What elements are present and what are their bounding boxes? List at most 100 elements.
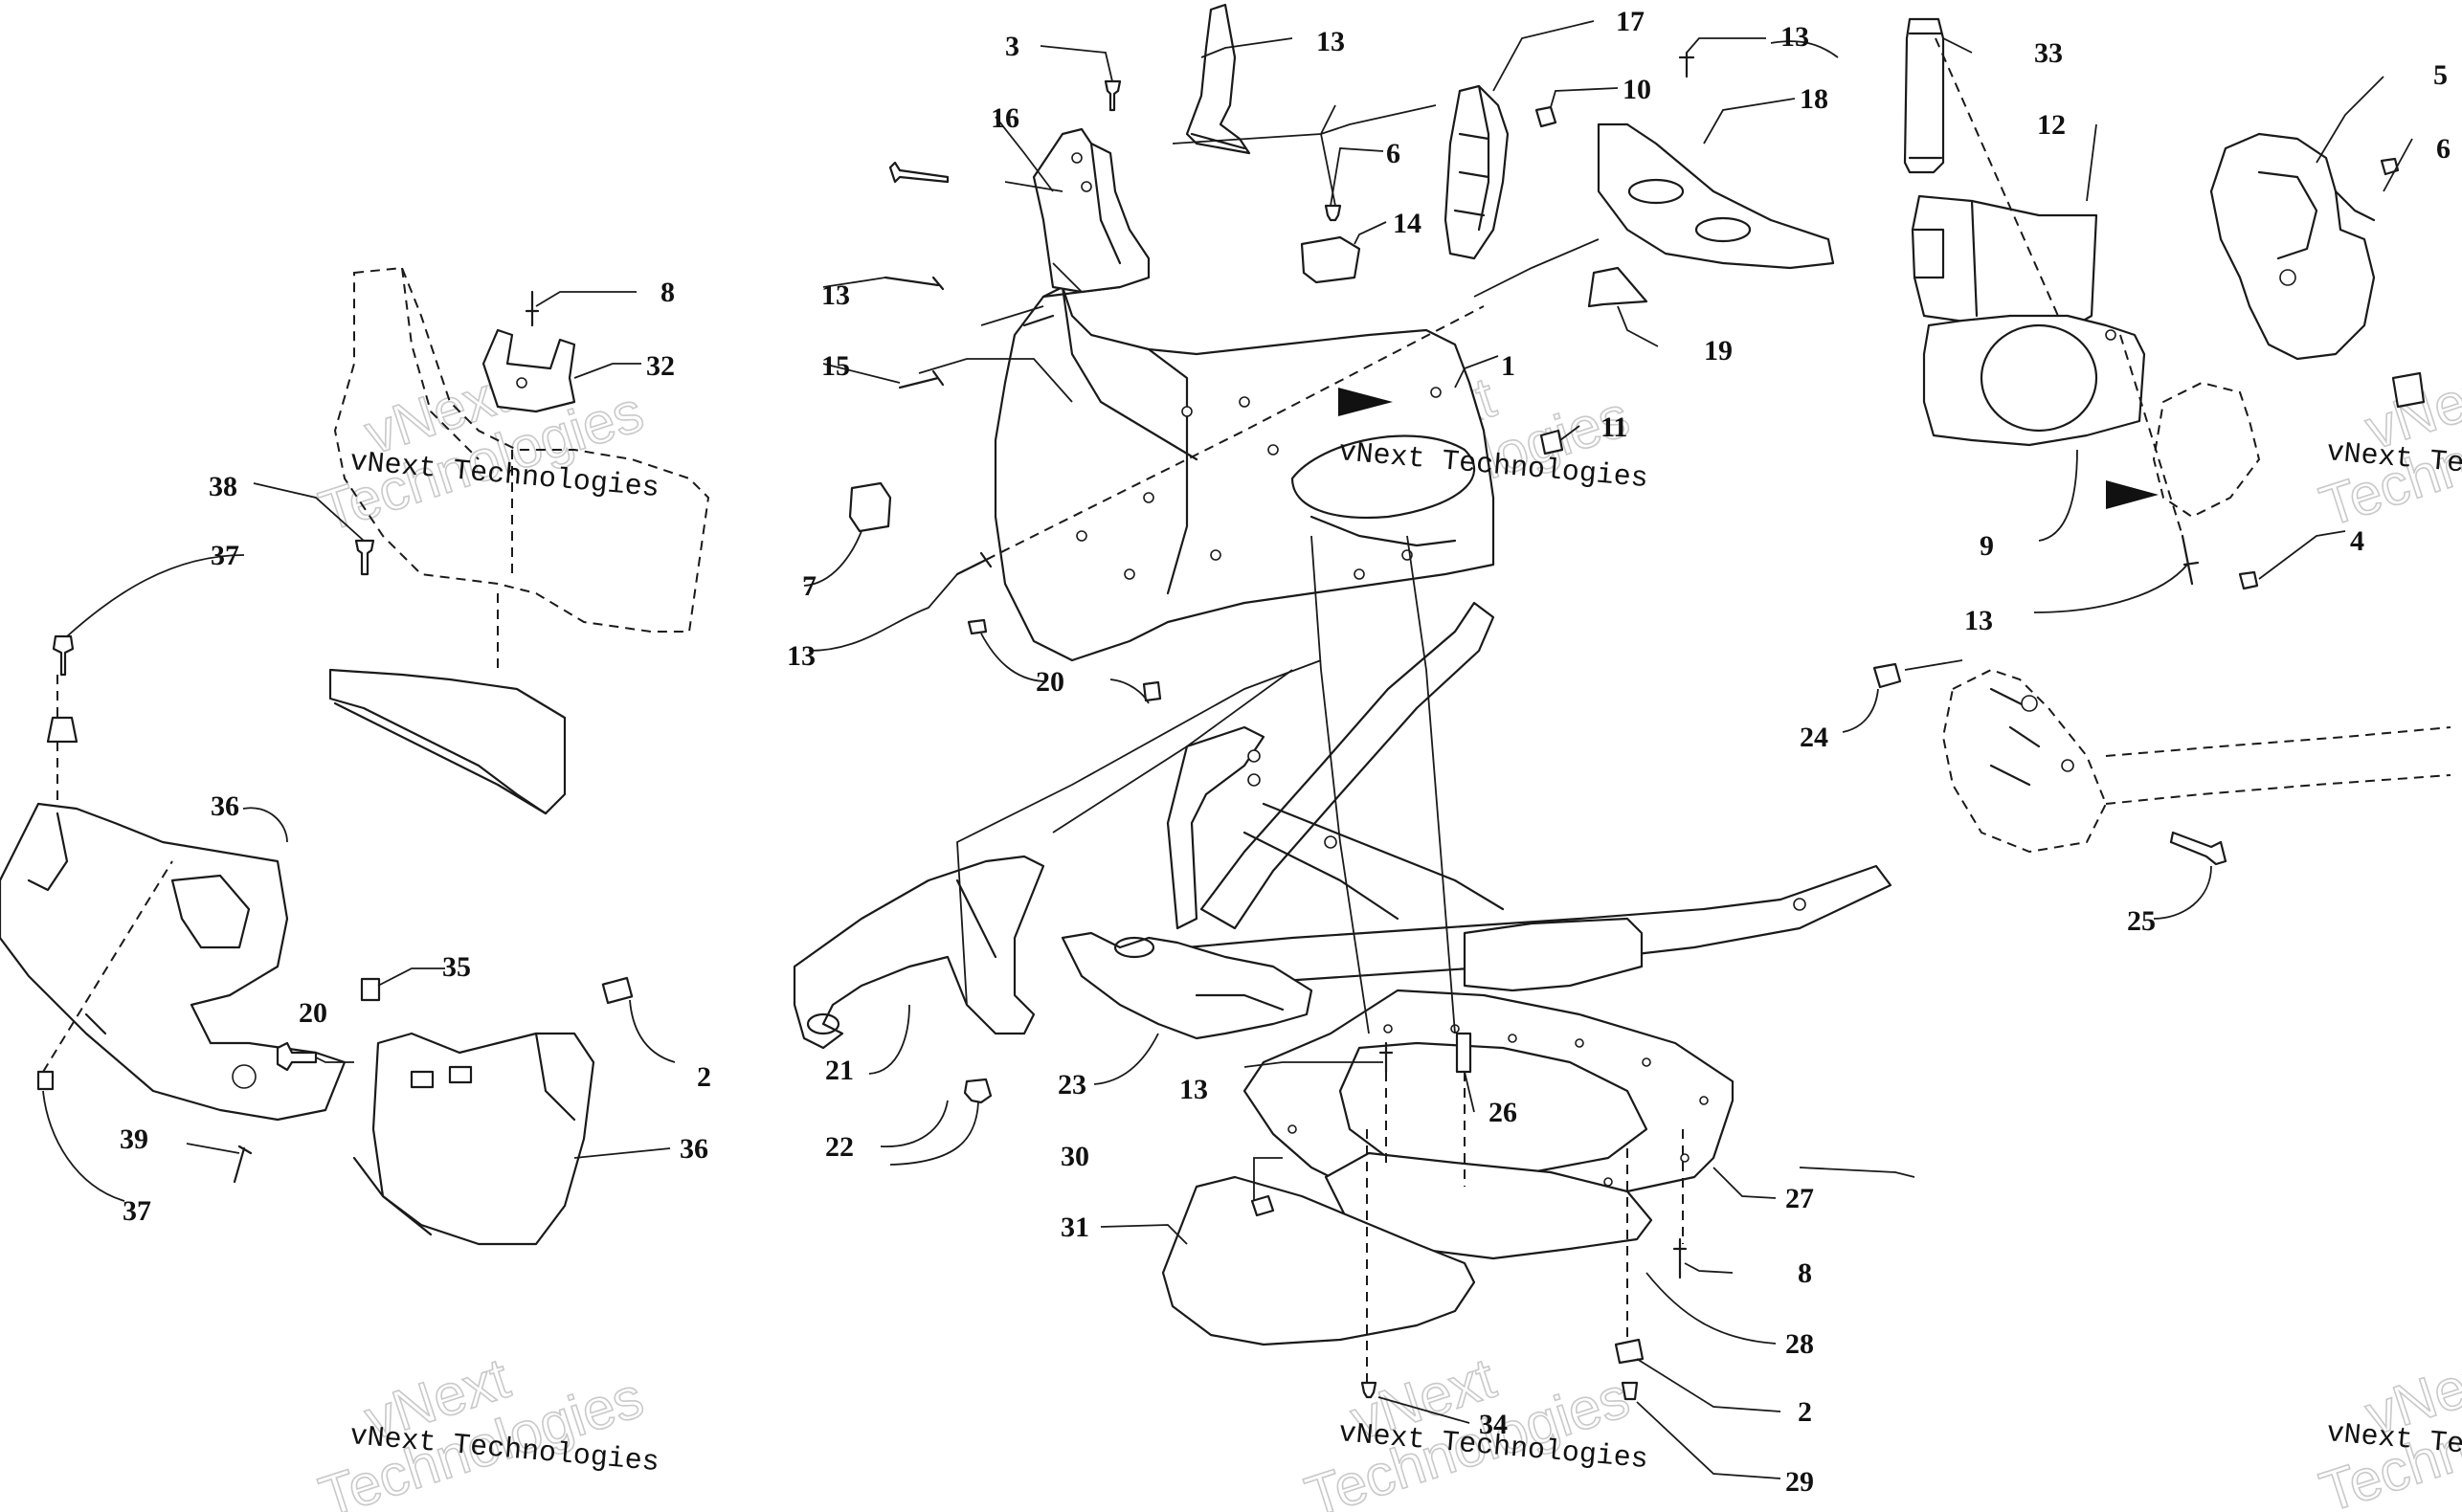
part-13-rivet-left: [884, 276, 945, 291]
part-19-tab: [1587, 266, 1648, 308]
left-ghost-frame: [328, 266, 710, 815]
part-33-strap: [1903, 17, 1945, 174]
callout-5: 5: [2433, 59, 2448, 91]
part-26-bolt: [1455, 1032, 1472, 1074]
part-36-lower-bracket: [352, 1032, 595, 1246]
part-23-arm: [1061, 931, 1313, 1040]
callout-10: 11: [1600, 411, 1627, 443]
callout-7: 7: [802, 570, 817, 602]
part-upper-bracket: [1032, 127, 1151, 294]
part-3-bolt: [1104, 79, 1122, 112]
part-18-plate: [1597, 122, 1835, 270]
part-14-clip: [1300, 235, 1361, 284]
callout-13: 13: [1179, 1074, 1208, 1105]
part-38-bolt: [354, 539, 375, 576]
part-5-bracket: [2209, 132, 2376, 361]
part-25-bolt: [2169, 831, 2227, 866]
part-35-clip: [360, 977, 381, 1002]
part-22-grommet: [963, 1078, 993, 1104]
part-37-spacer: [46, 716, 78, 744]
callout-39: 39: [120, 1123, 148, 1155]
main-frame: [1166, 601, 1892, 992]
part-9-plate: [1922, 314, 2146, 447]
callout-19: 19: [1704, 335, 1733, 367]
callout-3: 3: [1005, 31, 1019, 62]
part-29-bolt: [1621, 1381, 1639, 1401]
callout-29: 29: [1785, 1466, 1814, 1498]
part-6-bolt: [1324, 204, 1342, 222]
callout-11: 12: [2037, 109, 2066, 141]
part-13-rivet-right: [2181, 534, 2200, 586]
callout-30: 30: [1061, 1141, 1089, 1172]
right-small-parts: [1872, 157, 2426, 866]
part-10-nut-b: [1539, 429, 1564, 456]
callout-38: 38: [209, 471, 237, 502]
part-20-bolt-a: [967, 618, 988, 635]
callout-2: 2: [1798, 1396, 1812, 1428]
right-ghost-frame: [1941, 381, 2451, 854]
callout-8: 8: [1798, 1257, 1812, 1289]
part-16-bolt: [888, 161, 950, 184]
callout-32: 32: [646, 350, 675, 382]
direction-arrow-right: [2106, 480, 2159, 509]
lower-center-small-parts: [963, 1032, 1688, 1401]
callout-2: 2: [697, 1061, 711, 1093]
callout-31: 31: [1061, 1212, 1089, 1243]
part-15-rivet: [898, 369, 945, 389]
callout-13: 13: [821, 279, 850, 311]
callout-24: 24: [1800, 722, 1828, 753]
part-8-pin: [525, 290, 540, 327]
callout-1: 1: [1501, 350, 1515, 382]
part-4-nut: [2238, 570, 2259, 590]
part-6-bolt-right: [2380, 157, 2400, 176]
part-10-nut: [1534, 105, 1557, 128]
callout-21: 21: [825, 1055, 854, 1086]
callout-20: 20: [1036, 666, 1064, 698]
part-24-nut: [1872, 662, 1902, 689]
part-30-clip: [1250, 1194, 1275, 1217]
callout-12: 13: [1316, 26, 1345, 57]
part-11-box: [1911, 194, 2098, 337]
callout-37: 37: [211, 540, 239, 571]
callout-13: 13: [1964, 605, 1993, 636]
center-small-parts: [848, 51, 1695, 702]
part-37-bolt-top: [52, 634, 75, 677]
callout-8: 8: [660, 277, 675, 308]
callout-10: 10: [1623, 74, 1651, 105]
part-21-arm: [793, 855, 1045, 1050]
part-32-bracket: [481, 328, 576, 413]
callout-27: 27: [1785, 1183, 1814, 1214]
callout-14: 14: [1393, 208, 1421, 239]
callout-36: 36: [680, 1133, 708, 1165]
callout-33: 33: [2034, 37, 2063, 69]
part-37-bolt-bottom: [36, 1070, 55, 1091]
construction-lines: [42, 37, 2183, 1383]
part-20-bolt: [276, 1041, 318, 1072]
part-39-rivet: [233, 1145, 253, 1184]
part-2-clip: [601, 976, 634, 1005]
callout-labels: 3 13 17 10 13 18 16 6 14 13 15 1 19 11 7…: [120, 6, 2451, 1498]
part-13-rivet-top: [1678, 51, 1695, 78]
callout-6: 6: [2436, 133, 2451, 165]
direction-arrow-center: [1338, 388, 1393, 416]
callout-36: 36: [211, 790, 239, 822]
part-7-bumper: [848, 481, 892, 533]
part-7-bumper-right: [2391, 371, 2426, 409]
part-20-bolt-b: [1142, 680, 1162, 702]
part-17-block: [1444, 84, 1510, 260]
callout-37: 37: [123, 1195, 151, 1227]
callout-35: 35: [442, 951, 471, 983]
callout-23: 23: [1058, 1069, 1086, 1101]
callout-6: 6: [1386, 138, 1400, 169]
callout-34: 34: [1479, 1409, 1508, 1440]
callout-17: 17: [1616, 6, 1645, 37]
part-8-pin-low: [1672, 1237, 1688, 1279]
callout-4: 4: [2350, 525, 2364, 557]
callout-9: 9: [1980, 530, 1994, 562]
callout-20: 20: [299, 997, 327, 1029]
left-small-parts: [36, 290, 634, 1184]
part-1-main-panel: [994, 276, 1495, 662]
callout-13: 13: [1780, 21, 1809, 53]
callout-18: 18: [1800, 83, 1828, 115]
